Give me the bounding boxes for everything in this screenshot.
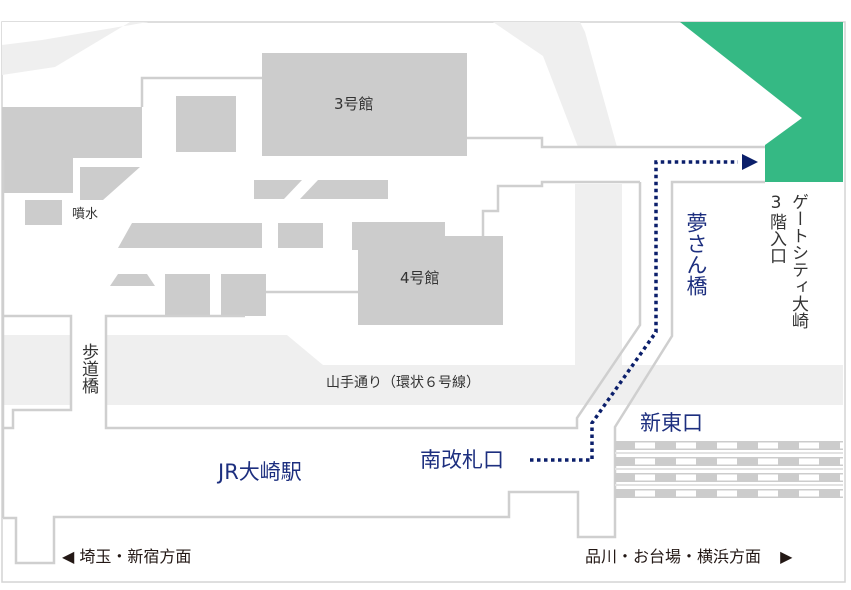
new-east-gate-label: 新東口 [640, 411, 703, 435]
track-3 [615, 473, 843, 482]
walking-route [530, 160, 738, 462]
building-4-label: 4号館 [400, 269, 440, 287]
right-arrow-icon: ▶ [780, 547, 793, 566]
building-3[interactable] [262, 53, 467, 156]
building-bar-4 [278, 223, 323, 248]
gate-city-osaki-building[interactable] [680, 22, 843, 182]
building-small-west [25, 200, 62, 225]
road-top-right [493, 22, 617, 147]
building-block-2 [221, 274, 266, 316]
fountain-label: 噴水 [72, 207, 99, 222]
station-name-label: JR大崎駅 [218, 460, 302, 484]
road-yamate [106, 335, 843, 405]
road-yamate-west [3, 335, 71, 405]
track-2 [615, 457, 843, 466]
route-arrow-icon [742, 154, 758, 170]
rail-tracks [615, 441, 843, 498]
track-4 [615, 489, 843, 498]
building-small-trapezoid [110, 274, 155, 286]
direction-west: ◀ 埼玉・新宿方面 [62, 549, 191, 565]
road-vertical-strip [575, 184, 622, 366]
footbridge-label: 歩道橋 [78, 343, 98, 394]
building-west [2, 107, 142, 193]
building-3-label: 3号館 [334, 95, 374, 113]
direction-west-label: 埼玉・新宿方面 [79, 547, 192, 566]
buildings [2, 53, 503, 325]
walkway-outlines [1, 76, 765, 565]
gate-city-entrance-label: 3階入口 [766, 193, 786, 264]
gate-city-name-label: ゲートシティ大崎 [788, 193, 808, 329]
track-1 [615, 441, 843, 450]
building-block-1 [165, 274, 210, 316]
left-arrow-icon: ◀ [62, 547, 75, 566]
direction-east-label: 品川・お台場・横浜方面 [585, 547, 762, 566]
south-gate-label: 南改札口 [420, 448, 504, 472]
building-wedge [80, 167, 140, 200]
yume-bridge-label: 夢さん橋 [684, 212, 708, 296]
building-bar-1 [254, 180, 302, 199]
building-bar-3 [118, 223, 262, 248]
yamate-road-label: 山手通り（環状６号線） [326, 375, 480, 391]
road-top-left [2, 22, 148, 75]
building-bar-2 [300, 180, 388, 199]
direction-east: 品川・お台場・横浜方面 ▶ [585, 549, 792, 565]
building-4[interactable] [352, 222, 503, 325]
building-square [176, 96, 236, 152]
